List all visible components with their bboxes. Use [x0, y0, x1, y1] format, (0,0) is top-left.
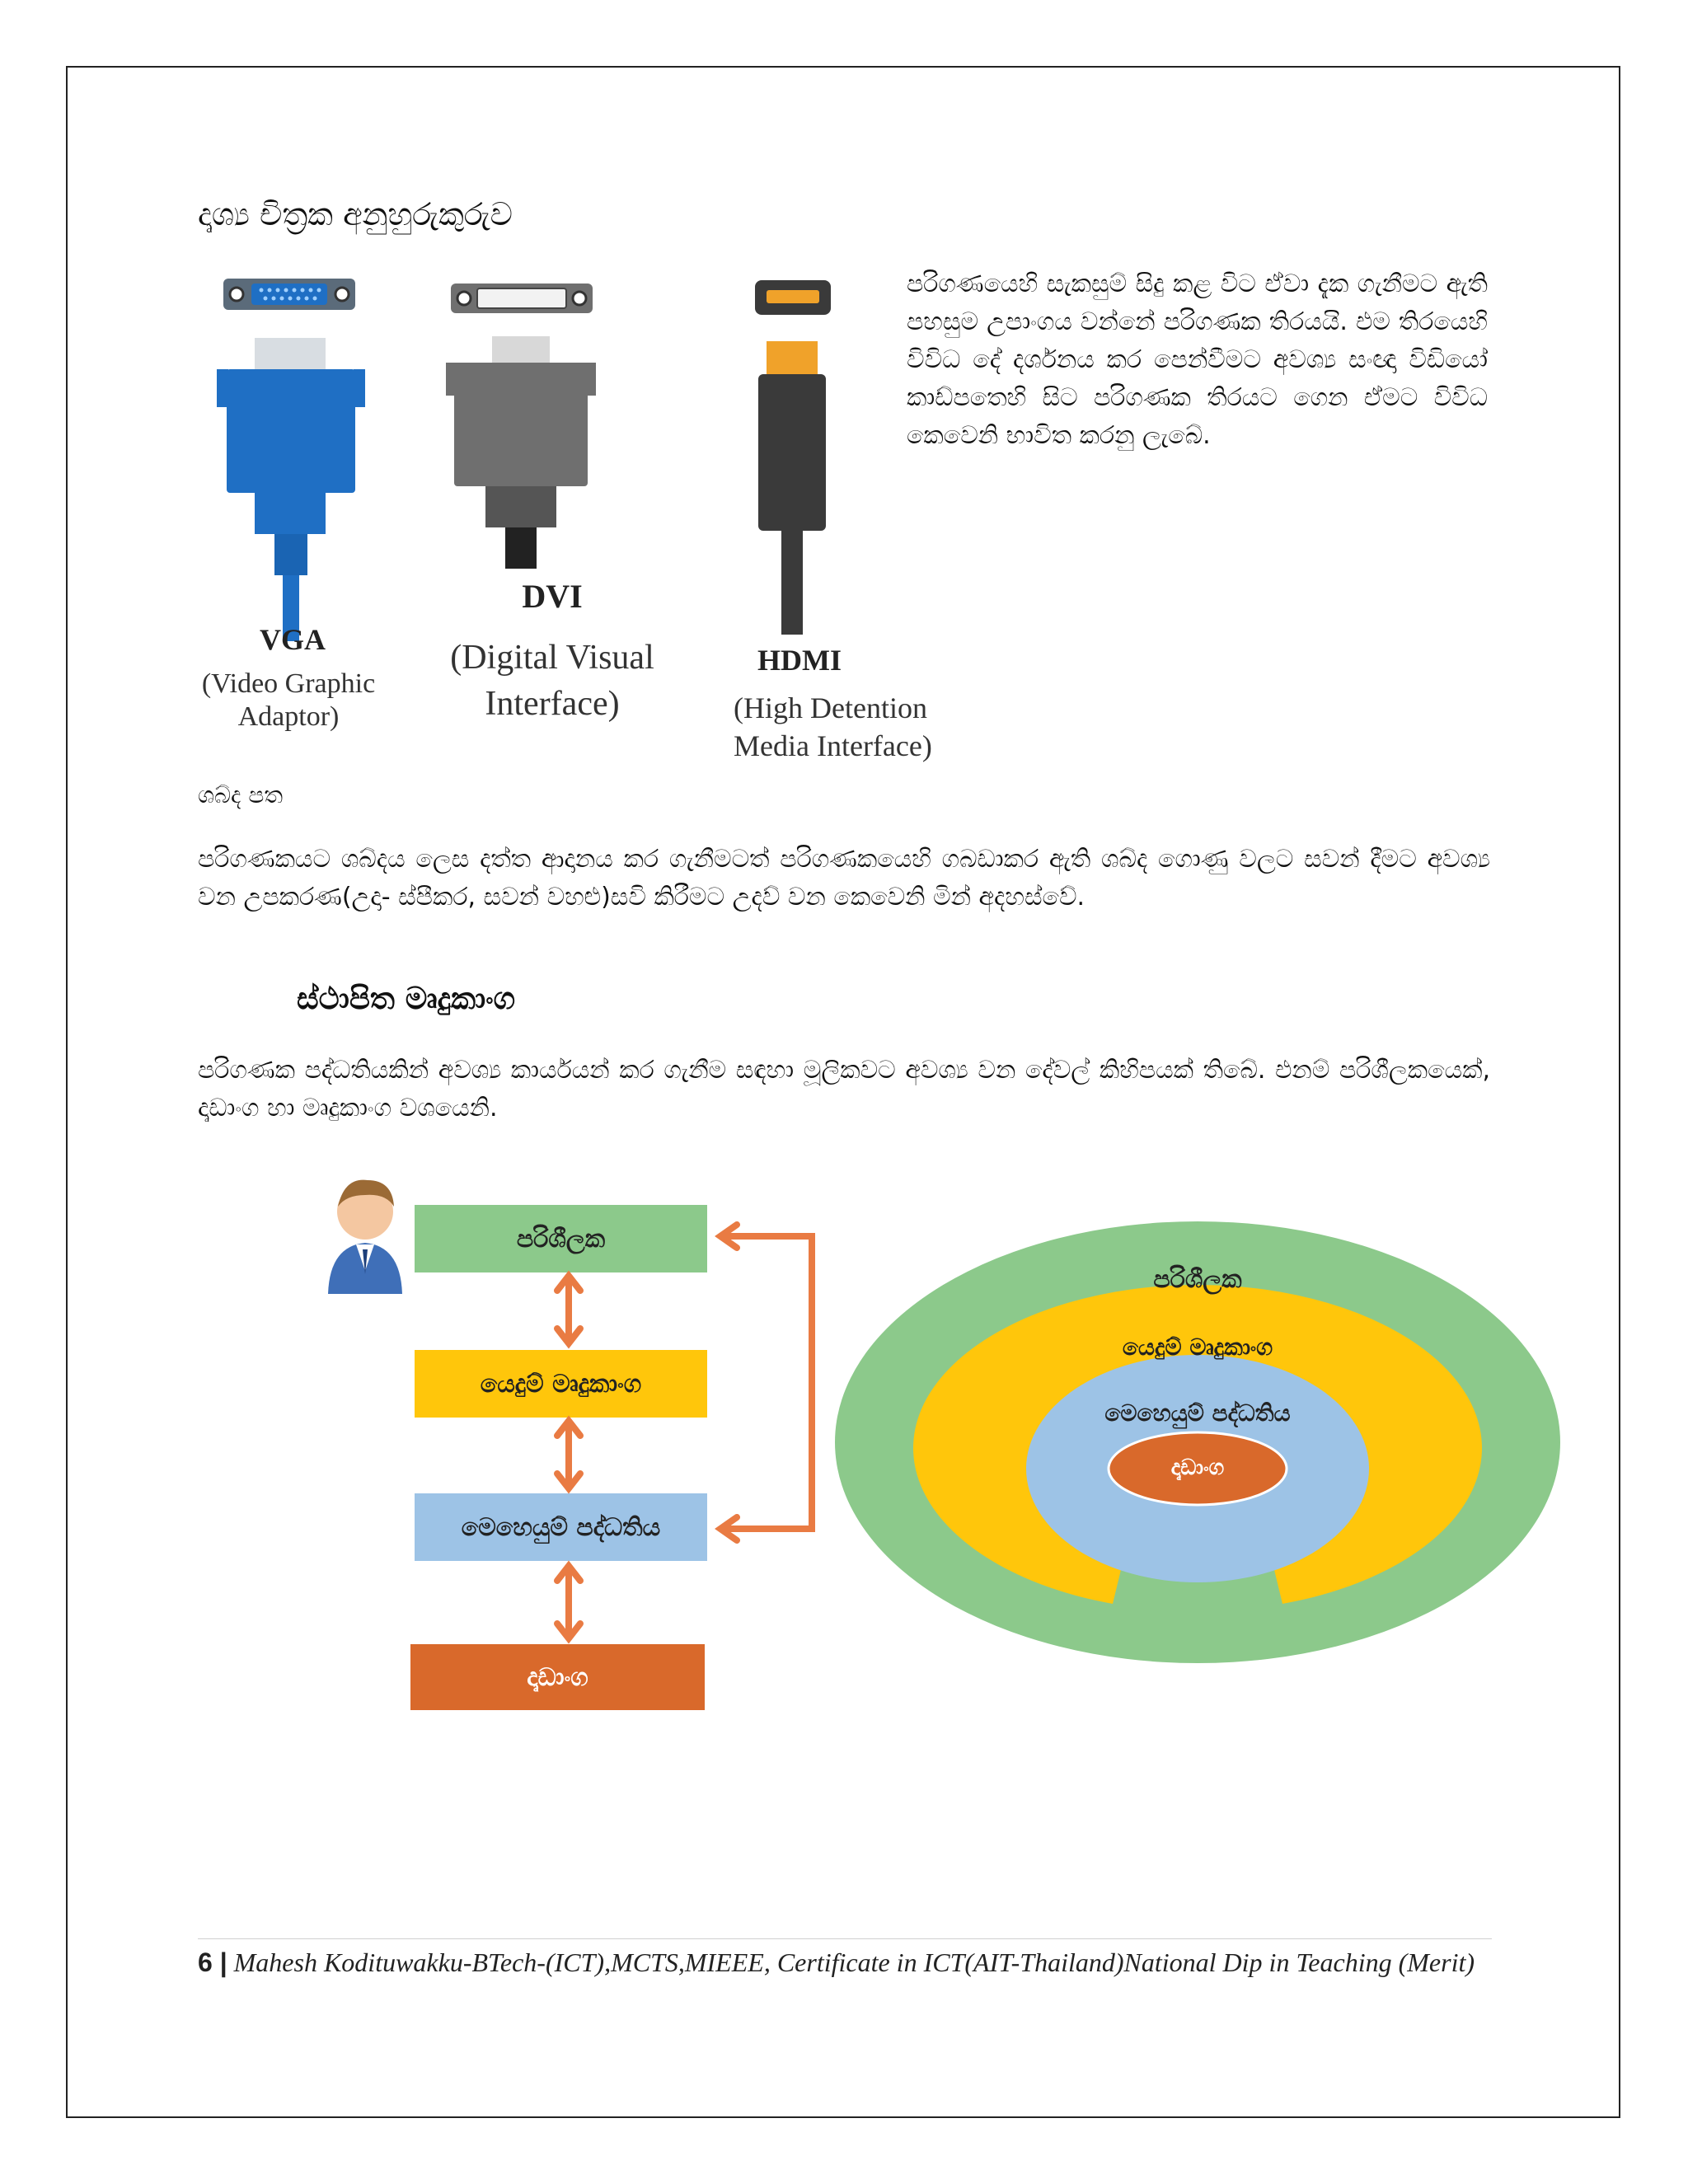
vga-connector-image	[217, 279, 365, 641]
layer-rings-diagram	[835, 1221, 1560, 1663]
layer-app-label: යෙදුම් මෘදුකාංග	[480, 1369, 642, 1399]
footer-text: Mahesh Kodituwakku-BTech-(ICT),MCTS,MIEE…	[233, 1947, 1475, 1977]
layer-user-label: පරිශීලක	[516, 1224, 606, 1254]
footer-rule	[198, 1938, 1492, 1939]
hdmi-label: HDMI	[757, 644, 842, 677]
vga-full-name: (Video Graphic Adaptor)	[181, 668, 396, 733]
hdmi-full-line2: Media Interface)	[734, 729, 932, 762]
vga-full-line1: (Video Graphic	[201, 668, 376, 699]
dvi-full-line2: Interface)	[485, 685, 620, 723]
dvi-full-line1: (Digital Visual	[450, 639, 654, 677]
dvi-label: DVI	[522, 578, 583, 615]
hdmi-connector-image	[755, 280, 831, 635]
layer-os-box: මෙහෙයුම් පද්ධතිය	[415, 1493, 707, 1561]
sound-paragraph: පරිගණකයට ශබ්දය ලෙස දත්ත ආදානය කර ගැනීමටත…	[198, 845, 1490, 912]
connector-images	[217, 279, 596, 641]
arrow-app-os-head-up	[554, 1415, 584, 1439]
ring-user-label: පරිශීලක	[1153, 1265, 1242, 1294]
arrow-user-app-head-down	[554, 1325, 584, 1349]
arrow-os-hw-head-down	[554, 1620, 584, 1644]
vga-label: VGA	[260, 623, 326, 656]
arrow-user-os-bracket	[719, 1233, 815, 1532]
layer-app-box: යෙදුම් මෘදුකාංග	[415, 1350, 707, 1418]
display-paragraph: පරිගණයෙහි සැකසුම් සිදු කළ විට ඒවා දැක ගැ…	[907, 269, 1488, 450]
page-border	[66, 66, 1620, 2118]
section-paragraph: පරිගණක පද්ධතියකින් අවශ්‍ය කාර්යයන් කර ගැ…	[198, 1056, 1490, 1122]
arrow-bracket-head-bottom	[715, 1514, 740, 1544]
layer-user-box: පරිශීලක	[415, 1205, 707, 1272]
dvi-connector-image	[446, 284, 596, 569]
user-avatar-icon	[328, 1179, 402, 1294]
arrow-bracket-head-top	[715, 1221, 740, 1251]
page-footer: 6 | Mahesh Kodituwakku-BTech-(ICT),MCTS,…	[198, 1945, 1492, 1980]
arrow-os-hw-head-up	[554, 1560, 584, 1584]
arrow-app-os-head-down	[554, 1470, 584, 1494]
page-number: 6 |	[198, 1947, 227, 1977]
section-heading: ස්ථාපිත මෘදුකාංග	[297, 981, 516, 1016]
layer-hardware-box: දෘඩාංග	[410, 1644, 705, 1710]
display-heading: දෘශ්‍ය චිත්‍රක අනුහුරුකුරුව	[198, 196, 513, 232]
layer-arrows	[554, 1221, 815, 1644]
arrow-user-app-head-up	[554, 1270, 584, 1294]
hdmi-full-line1: (High Detention	[734, 691, 927, 724]
ring-hw-label: දෘඩාංග	[1170, 1455, 1225, 1480]
vga-full-line2: Adaptor)	[237, 701, 340, 732]
ring-app-label: යෙදුම් මෘදුකාංග	[1122, 1333, 1273, 1361]
layer-hardware-label: දෘඩාංග	[527, 1662, 588, 1692]
dvi-full-name: (Digital Visual Interface)	[420, 635, 684, 727]
sound-heading: ශබ්ද පත	[198, 781, 284, 808]
layer-os-label: මෙහෙයුම් පද්ධතිය	[461, 1512, 661, 1542]
hdmi-full-name: (High Detention Media Interface)	[734, 689, 981, 765]
ring-os-label: මෙහෙයුම් පද්ධතිය	[1104, 1399, 1291, 1427]
ring-hw	[1107, 1431, 1288, 1507]
